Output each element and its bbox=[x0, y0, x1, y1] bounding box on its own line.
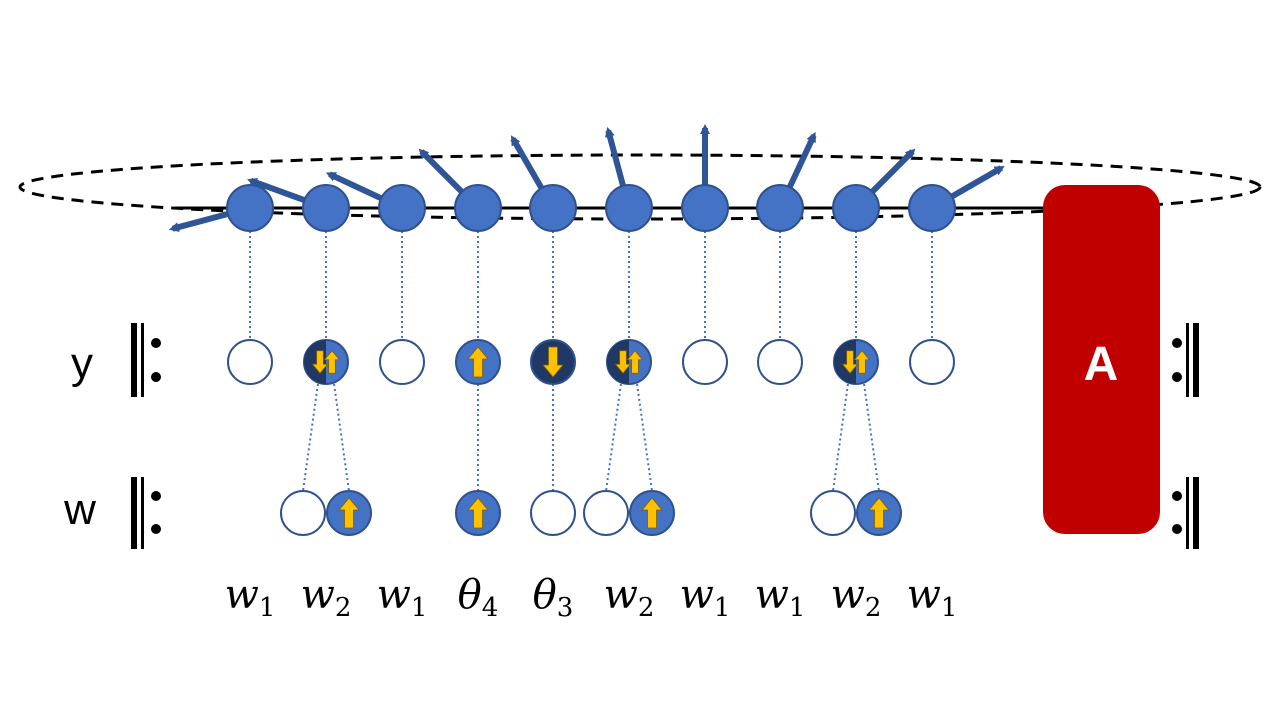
weight-label-sub: 1 bbox=[941, 593, 958, 623]
chain-site bbox=[302, 184, 350, 232]
y-site bbox=[303, 339, 349, 385]
weight-label: w1 bbox=[907, 572, 958, 623]
w-site-circle bbox=[530, 490, 576, 536]
weight-label: w1 bbox=[225, 572, 276, 623]
weight-label-base: θ bbox=[533, 572, 557, 618]
weight-label-base: w bbox=[301, 572, 335, 618]
y-site bbox=[379, 339, 425, 385]
weight-label-sub: 1 bbox=[411, 593, 428, 623]
row-label-y: y bbox=[71, 339, 93, 388]
weight-label-sub: 2 bbox=[335, 593, 352, 623]
y-site bbox=[227, 339, 273, 385]
weight-label-sub: 2 bbox=[865, 593, 882, 623]
weight-label-base: w bbox=[377, 572, 411, 618]
dotted-link bbox=[302, 383, 319, 492]
spin-down-arrow-icon bbox=[614, 350, 632, 374]
dotted-link bbox=[863, 383, 880, 492]
chain-site bbox=[832, 184, 880, 232]
w-site-circle bbox=[583, 490, 629, 536]
dotted-link bbox=[636, 383, 653, 492]
weight-label: θ4 bbox=[458, 572, 499, 623]
weight-label-sub: 2 bbox=[638, 593, 655, 623]
chain-site bbox=[454, 184, 502, 232]
block-a bbox=[1043, 185, 1160, 534]
weight-label-base: w bbox=[755, 572, 789, 618]
y-site bbox=[455, 339, 501, 385]
row-label-w: w bbox=[63, 485, 96, 534]
weight-label-sub: 4 bbox=[482, 593, 499, 623]
w-site bbox=[583, 490, 629, 536]
spin-up-arrow-icon bbox=[868, 497, 890, 529]
weight-label-base: w bbox=[225, 572, 259, 618]
weight-label: w1 bbox=[377, 572, 428, 623]
chain-site bbox=[378, 184, 426, 232]
repeat-end-sign-y bbox=[1172, 323, 1199, 397]
spin-up-arrow-icon bbox=[641, 497, 663, 529]
w-site-circle bbox=[280, 490, 326, 536]
weight-label-base: θ bbox=[458, 572, 482, 618]
spin-up-arrow-icon bbox=[323, 350, 341, 374]
spin-down-arrow-icon bbox=[311, 350, 329, 374]
y-site bbox=[606, 339, 652, 385]
w-site bbox=[810, 490, 856, 536]
y-site bbox=[833, 339, 879, 385]
spin-down-arrow-icon bbox=[841, 350, 859, 374]
block-a-label: A bbox=[1084, 338, 1119, 391]
w-site bbox=[455, 490, 501, 536]
repeat-start-sign-w bbox=[131, 477, 161, 549]
chain-site bbox=[605, 184, 653, 232]
weight-label-base: w bbox=[831, 572, 865, 618]
y-site bbox=[682, 339, 728, 385]
weight-label-sub: 3 bbox=[557, 593, 574, 623]
y-site bbox=[909, 339, 955, 385]
spin-down-arrow-icon bbox=[542, 346, 564, 378]
w-site bbox=[629, 490, 675, 536]
dotted-link bbox=[605, 383, 622, 492]
spin-up-arrow-icon bbox=[853, 350, 871, 374]
dotted-link bbox=[832, 383, 849, 492]
weight-label-sub: 1 bbox=[259, 593, 276, 623]
chain-site bbox=[756, 184, 804, 232]
y-site-circle bbox=[379, 339, 425, 385]
weight-label-base: w bbox=[680, 572, 714, 618]
y-site-circle bbox=[909, 339, 955, 385]
chain-site bbox=[681, 184, 729, 232]
weight-label: w1 bbox=[680, 572, 731, 623]
weight-label-sub: 1 bbox=[789, 593, 806, 623]
spin-up-arrow-icon bbox=[626, 350, 644, 374]
w-site bbox=[856, 490, 902, 536]
weight-label: θ3 bbox=[533, 572, 574, 623]
dotted-link bbox=[333, 383, 350, 492]
weight-label-sub: 1 bbox=[714, 593, 731, 623]
y-site-circle bbox=[757, 339, 803, 385]
repeat-end-sign-w bbox=[1172, 477, 1199, 549]
repeat-start-sign-y bbox=[131, 323, 161, 397]
weight-label: w1 bbox=[755, 572, 806, 623]
weight-label-base: w bbox=[907, 572, 941, 618]
spin-up-arrow-icon bbox=[467, 497, 489, 529]
chain-site bbox=[529, 184, 577, 232]
w-site-circle bbox=[810, 490, 856, 536]
chain-site bbox=[226, 184, 274, 232]
chain-site bbox=[908, 184, 956, 232]
y-site-circle bbox=[227, 339, 273, 385]
weight-label: w2 bbox=[604, 572, 655, 623]
spin-up-arrow-icon bbox=[338, 497, 360, 529]
y-site bbox=[757, 339, 803, 385]
w-site bbox=[326, 490, 372, 536]
w-site bbox=[280, 490, 326, 536]
spin-up-arrow-icon bbox=[467, 346, 489, 378]
y-site-circle bbox=[682, 339, 728, 385]
weight-label: w2 bbox=[831, 572, 882, 623]
y-site bbox=[530, 339, 576, 385]
w-site bbox=[530, 490, 576, 536]
weight-label-base: w bbox=[604, 572, 638, 618]
weight-label: w2 bbox=[301, 572, 352, 623]
